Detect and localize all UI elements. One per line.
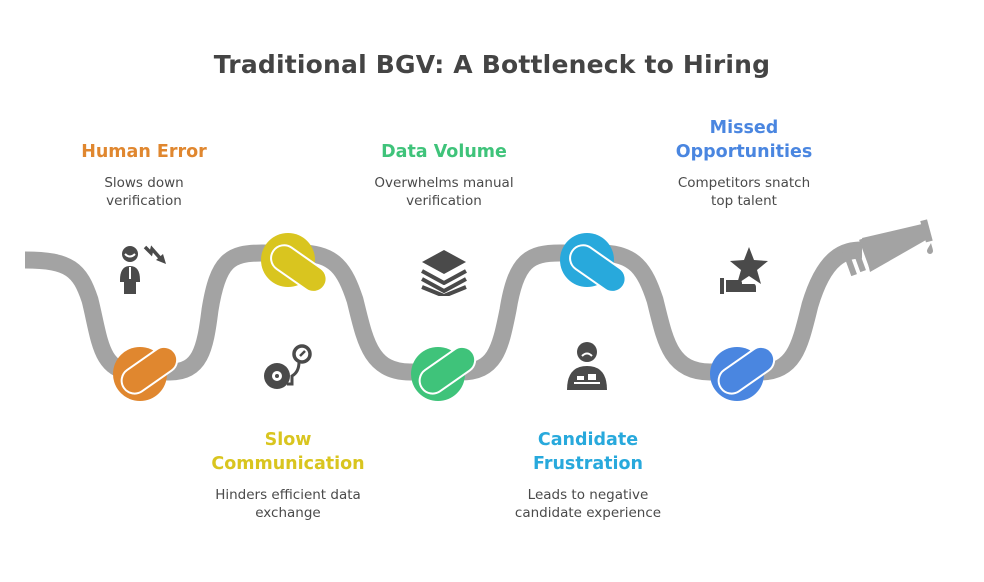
knot-missed-opportunities [710, 345, 776, 401]
item-description: Leads to negative candidate experience [478, 486, 698, 522]
item-heading: Data Volume [381, 142, 507, 162]
person-decline-icon [120, 245, 166, 294]
item-heading: Missed Opportunities [634, 116, 854, 164]
knot-human-error [113, 345, 179, 401]
description-line: exchange [255, 505, 321, 521]
knot-candidate-frustration [560, 233, 627, 293]
item-missed-opportunities: Missed Opportunities Competitors snatch … [634, 116, 854, 210]
item-data-volume: Data Volume Overwhelms manual verificati… [334, 140, 554, 210]
description-line: Competitors snatch [677, 175, 811, 191]
stacked-layers-icon [421, 250, 467, 296]
heading-line: Frustration [533, 454, 643, 474]
description-line: Hinders efficient data [215, 487, 361, 503]
item-heading: Human Error [81, 142, 207, 162]
frustrated-person-icon [567, 342, 607, 390]
item-heading: Candidate Frustration [478, 428, 698, 476]
knot-data-volume [411, 345, 477, 401]
diagram-title: Traditional BGV: A Bottleneck to Hiring [213, 50, 771, 79]
item-description: Hinders efficient data exchange [178, 486, 398, 522]
hose-nozzle [841, 219, 933, 277]
item-description: Competitors snatch top talent [634, 174, 854, 210]
nozzle-ring-3 [859, 237, 875, 269]
nozzle-tip [920, 219, 933, 243]
nozzle-ring-1 [841, 245, 857, 277]
knot-slow-communication [261, 233, 328, 293]
item-description: Slows down verification [34, 174, 254, 210]
heading-line: Opportunities [675, 142, 813, 162]
star-hand-icon [720, 247, 768, 294]
item-heading: Slow Communication [178, 428, 398, 476]
item-human-error: Human Error Slows down verification [34, 140, 254, 210]
water-drop-icon [927, 243, 933, 254]
heading-line: Candidate [537, 430, 639, 450]
description-line: verification [406, 193, 482, 209]
heading-line: Communication [211, 454, 365, 474]
description-line: Slows down [104, 175, 184, 191]
item-description: Overwhelms manual verification [334, 174, 554, 210]
description-line: top talent [711, 193, 777, 209]
heading-line: Slow [264, 430, 312, 450]
heading-line: Missed [709, 118, 779, 138]
item-candidate-frustration: Candidate Frustration Leads to negative … [478, 428, 698, 522]
item-slow-communication: Slow Communication Hinders efficient dat… [178, 428, 398, 522]
tape-gauge-icon [264, 344, 312, 389]
description-line: candidate experience [514, 505, 662, 521]
description-line: Leads to negative [527, 487, 649, 503]
description-line: verification [106, 193, 182, 209]
nozzle-ring-2 [850, 241, 866, 273]
description-line: Overwhelms manual [374, 175, 514, 191]
